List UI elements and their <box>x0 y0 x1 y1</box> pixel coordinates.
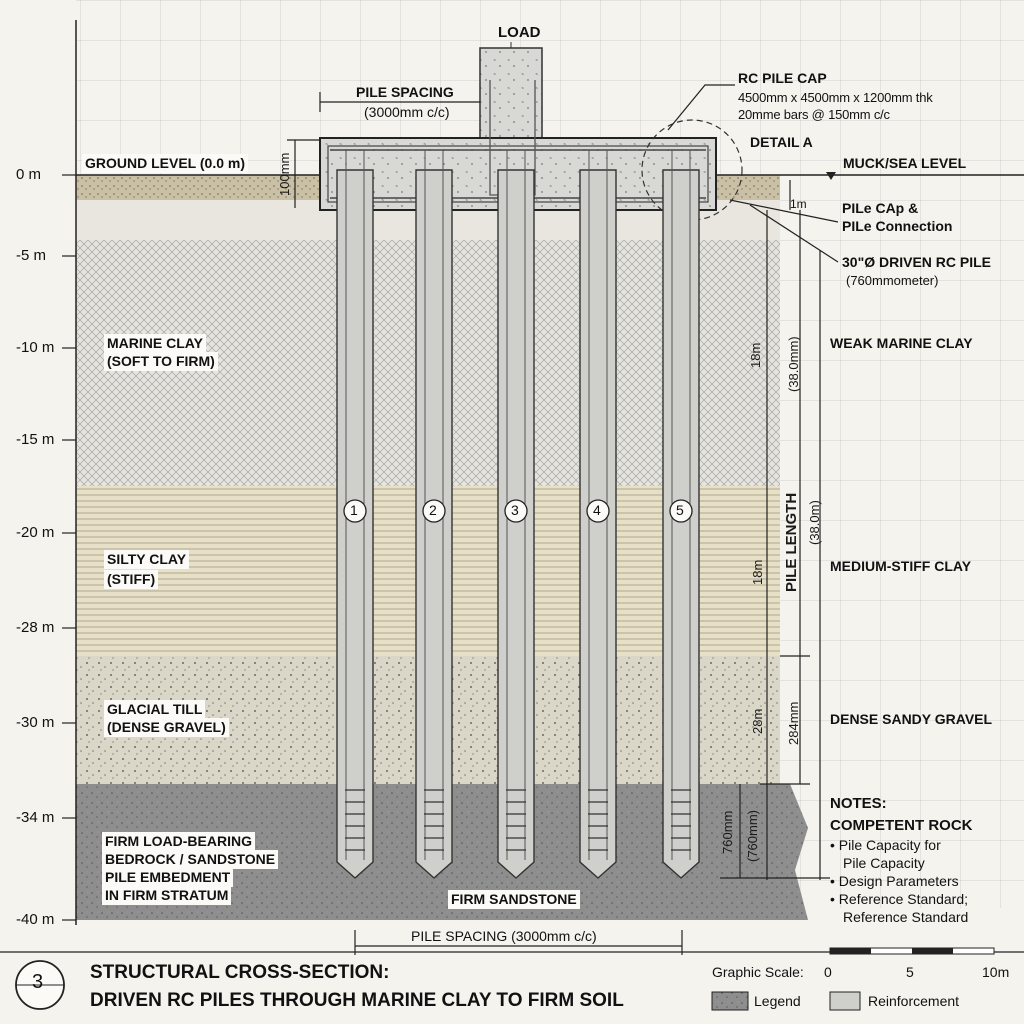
bedrock-label-3: PILE EMBEDMENT <box>102 868 234 887</box>
pile-number-4: 4 <box>593 502 601 518</box>
note-item-4: • Reference Standard; <box>830 891 968 907</box>
scale-label: Graphic Scale: <box>712 964 804 980</box>
scale-tick-5: 5 <box>906 964 914 980</box>
pile-3 <box>497 169 535 879</box>
legend-label-2: Reinforcement <box>868 993 960 1009</box>
pile-4 <box>579 169 617 879</box>
scale-tick-10: 10m <box>982 964 1010 980</box>
dim-18m-a: 18m <box>748 342 763 368</box>
pile-number-5: 5 <box>676 502 684 518</box>
dim-38m: (38.0m) <box>807 500 822 545</box>
pile-spacing-title: PILE SPACING <box>356 84 454 100</box>
bedrock-label-1: FIRM LOAD-BEARING <box>102 832 255 851</box>
pile-spacing-bottom: PILE SPACING (3000mm c/c) <box>408 928 600 945</box>
marine-clay-label-2: (SOFT TO FIRM) <box>104 352 218 371</box>
layer-right-1: WEAK MARINE CLAY <box>830 335 973 351</box>
pile-cap-bars: 20mme bars @ 150mm c/c <box>738 107 890 122</box>
layer-right-2: MEDIUM-STIFF CLAY <box>830 558 972 574</box>
pile-1 <box>336 169 374 879</box>
pile-number-2: 2 <box>429 502 437 518</box>
pile-number-circle <box>669 499 693 523</box>
piles-group <box>336 150 700 879</box>
pile-spacing-value: (3000mm c/c) <box>364 104 450 120</box>
water-level-marker <box>826 172 836 180</box>
depth-tick: -40 m <box>16 911 55 928</box>
detail-a-label: DETAIL A <box>750 134 813 150</box>
note-item-1: • Pile Capacity for <box>830 837 941 853</box>
legend-label-1: Legend <box>754 993 801 1009</box>
title-line-2: DRIVEN RC PILES THROUGH MARINE CLAY TO F… <box>90 990 624 1011</box>
silty-clay-label-2: (STIFF) <box>104 570 159 589</box>
title-line-1: STRUCTURAL CROSS-SECTION: <box>90 962 390 983</box>
connection-label-2: PILe Connection <box>842 218 953 234</box>
pile-number-3: 3 <box>511 502 519 518</box>
depth-tick: 0 m <box>16 166 42 183</box>
bedrock-label-4: IN FIRM STRATUM <box>102 886 232 905</box>
ground-level-label: GROUND LEVEL (0.0 m) <box>82 154 248 173</box>
pile-2 <box>415 169 453 879</box>
depth-tick: -30 m <box>16 714 55 731</box>
note-item-2: Pile Capacity <box>843 855 925 871</box>
depth-tick: -20 m <box>16 524 55 541</box>
pile-type-label-2: (760mmometer) <box>846 273 939 288</box>
detail-a-marker <box>641 119 743 221</box>
pile-number-circle <box>586 499 610 523</box>
background-grid-right <box>780 178 1024 908</box>
load-column <box>479 47 543 141</box>
legend-swatch-rock <box>711 991 749 1011</box>
depth-tick: -5 m <box>16 247 46 264</box>
pile-number-circle <box>343 499 367 523</box>
dim-28m: 28m <box>750 708 765 734</box>
scale-tick-0: 0 <box>824 964 832 980</box>
muck-level-label: MUCK/SEA LEVEL <box>843 155 967 171</box>
pile-length-label: PILE LENGTH <box>783 492 800 592</box>
dim-38mm: (38.0mm) <box>786 336 801 392</box>
note-item-5: Reference Standard <box>843 909 969 925</box>
notes-subtitle: COMPETENT ROCK <box>830 817 973 834</box>
glacial-till-label-2: (DENSE GRAVEL) <box>104 718 229 737</box>
firm-sandstone-label: FIRM SANDSTONE <box>448 890 580 909</box>
pile-type-label-1: 30"Ø DRIVEN RC PILE <box>842 254 992 270</box>
pile-number-1: 1 <box>350 502 358 518</box>
dim-760mm: 760mm <box>720 810 735 854</box>
glacial-till-label-1: GLACIAL TILL <box>104 700 206 719</box>
bedrock-label-2: BEDROCK / SANDSTONE <box>102 850 279 869</box>
pile-cap-title: RC PILE CAP <box>738 70 827 86</box>
pile-cap-size: 4500mm x 4500mm x 1200mm thk <box>738 90 933 105</box>
depth-tick: -10 m <box>16 339 55 356</box>
dim-760mm-paren: (760mm) <box>745 809 760 862</box>
pile-5 <box>662 169 700 879</box>
notes-title: NOTES: <box>830 795 887 812</box>
layer-right-3: DENSE SANDY GRAVEL <box>830 711 993 727</box>
connection-label-1: PILe CAp & <box>842 200 919 216</box>
depth-tick: -34 m <box>16 809 55 826</box>
note-item-3: • Design Parameters <box>830 873 959 889</box>
drawing-number: 3 <box>32 971 44 993</box>
dim-100mm: 100mm <box>277 152 292 196</box>
dim-284mm: 284mm <box>786 701 801 745</box>
marine-clay-label-1: MARINE CLAY <box>104 334 206 353</box>
legend-swatch-reinforcement <box>829 991 861 1011</box>
silty-clay-label-1: SILTY CLAY <box>104 550 190 569</box>
pile-number-circle <box>422 499 446 523</box>
load-label: LOAD <box>498 24 541 41</box>
pile-number-circle <box>504 499 528 523</box>
depth-tick: -15 m <box>16 431 55 448</box>
dim-1m: 1m <box>790 197 807 211</box>
depth-tick: -28 m <box>16 619 55 636</box>
dim-18m-b: 18m <box>750 559 765 585</box>
